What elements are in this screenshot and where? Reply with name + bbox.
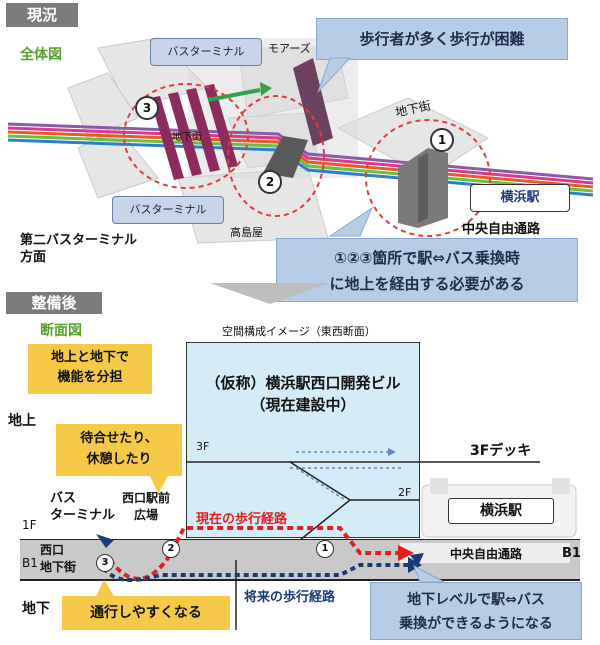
deck-3f: 3Fデッキ	[470, 443, 532, 459]
future-marker-2-number: 2	[167, 543, 175, 554]
west-underground: 西口 地下街	[40, 542, 76, 576]
function-split-line1: 地上と地下で	[50, 350, 129, 365]
building	[186, 342, 420, 538]
bus-terminal-bottom: バスターミナル	[112, 196, 224, 224]
building-name-line1: （仮称）横浜駅西口開発ビル	[205, 374, 401, 392]
west-plaza-line1: 西口駅前	[122, 491, 171, 505]
underground-transfer-line1: 地下レベルで駅⇔バス	[407, 592, 545, 608]
callout-underground-transfer: 地下レベルで駅⇔バス 乗換ができるようになる	[370, 582, 582, 640]
easier-pass-text: 通行しやすくなる	[90, 605, 202, 621]
takashimaya-label: 高島屋	[230, 226, 263, 239]
image-caption: 空間構成イメージ（東西断面）	[222, 325, 376, 338]
waiting-note: 待合せたり、 休憩したり	[56, 424, 182, 476]
marker-3: 3	[135, 96, 159, 120]
overview-title: 全体図	[20, 47, 62, 63]
west-plaza-line2: 広場	[134, 508, 159, 522]
future-tab: 整備後	[6, 292, 102, 314]
marker-1-number: 1	[437, 133, 447, 147]
bus-terminal-future-line2: ターミナル	[50, 508, 116, 523]
second-bus-terminal-line2: 方面	[20, 250, 47, 265]
floor-3f: 3F	[196, 440, 210, 453]
future-marker-1: 1	[316, 540, 334, 558]
building-name-line2: （現在建設中）	[250, 396, 356, 414]
bus-terminal-top: バスターミナル	[150, 38, 262, 66]
underground-street-label: 地下街	[172, 132, 202, 143]
current-map-svg	[8, 28, 593, 288]
bus-terminal-future-line1: バス	[50, 491, 77, 506]
waiting-line2: 休憩したり	[86, 452, 152, 467]
current-tab: 現況	[6, 3, 78, 27]
future-marker-1-number: 1	[321, 543, 329, 554]
yokohama-station-current-label: 横浜駅	[500, 190, 540, 205]
floor-2f: 2F	[398, 486, 412, 499]
ground-label: 地上	[8, 413, 36, 429]
callout-transfer-line2: に地上を経由する必要がある	[329, 275, 525, 293]
second-bus-terminal: 第二バスターミナル 方面	[20, 232, 137, 266]
marker-3-number: 3	[142, 101, 152, 115]
bus-terminal-bottom-label: バスターミナル	[129, 203, 207, 216]
central-passage-current: 中央自由通路	[462, 222, 541, 237]
yokohama-station-future: 横浜駅	[448, 498, 554, 524]
central-passage-future: 中央自由通路	[450, 547, 523, 561]
floor-1f: 1F	[22, 518, 37, 532]
callout-walking: 歩行者が多く歩行が困難	[316, 18, 568, 60]
callout-walking-text: 歩行者が多く歩行が困難	[359, 30, 525, 48]
function-split-note: 地上と地下で 機能を分担	[28, 344, 152, 394]
underground-transfer-line2: 乗換ができるようになる	[399, 616, 553, 632]
underground-label: 地下	[22, 601, 50, 617]
west-underground-line2: 地下街	[40, 560, 77, 574]
second-bus-terminal-line1: 第二バスターミナル	[20, 233, 138, 248]
floor-b1-left: B1	[22, 556, 38, 570]
current-map	[8, 28, 593, 288]
section-title: 断面図	[40, 323, 82, 339]
easier-pass-note: 通行しやすくなる	[62, 596, 230, 630]
waiting-line1: 待合せたり、	[80, 431, 158, 446]
marker-2-number: 2	[265, 175, 275, 189]
yokohama-station-future-label: 横浜駅	[480, 503, 522, 519]
current-route-label: 現在の歩行経路	[196, 512, 288, 527]
marker-2: 2	[258, 170, 282, 194]
future-route-label: 将来の歩行経路	[244, 590, 336, 605]
yokohama-station-current: 横浜駅	[470, 184, 570, 212]
future-marker-3-number: 3	[101, 557, 109, 568]
building-name: （仮称）横浜駅西口開発ビル （現在建設中）	[186, 372, 420, 416]
function-split-line2: 機能を分担	[57, 370, 123, 385]
marker-1: 1	[430, 128, 454, 152]
west-plaza: 西口駅前 広場	[122, 490, 170, 524]
floor-b1-right: B1	[562, 546, 581, 561]
west-underground-line1: 西口	[40, 543, 65, 557]
mores-label: モアーズ	[268, 42, 311, 55]
bus-terminal-future: バス ターミナル	[50, 490, 115, 524]
future-marker-3: 3	[96, 554, 114, 572]
future-marker-2: 2	[162, 540, 180, 558]
callout-transfer-line1: ①②③箇所で駅⇔バス乗換時	[334, 249, 520, 267]
bus-terminal-top-label: バスターミナル	[167, 45, 245, 58]
